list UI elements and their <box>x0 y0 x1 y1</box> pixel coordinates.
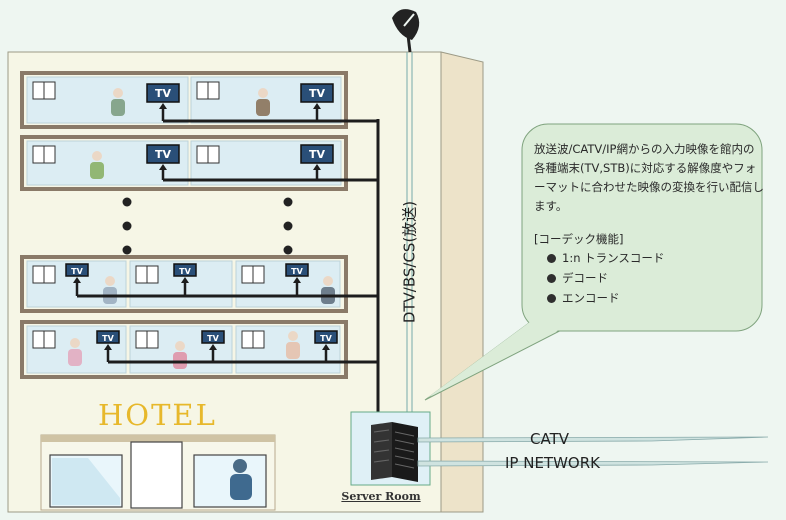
ip-network-line <box>417 460 769 467</box>
tv-label: TV <box>207 334 219 343</box>
guest-figure-icon <box>286 331 300 359</box>
tv-icon: TV <box>285 263 309 277</box>
guest-figure-icon <box>321 276 335 304</box>
server-room <box>350 411 431 486</box>
hotel-sign: HOTEL <box>98 398 217 432</box>
tv-icon: TV <box>96 330 120 344</box>
guest-figure-icon <box>230 459 252 500</box>
server-room-label: Server Room <box>341 490 421 503</box>
guest-figure-icon <box>111 88 125 116</box>
codec-feature-item: デコード <box>534 269 764 289</box>
tv-icon: TV <box>314 330 338 344</box>
callout-text: 放送波/CATV/IP網からの入力映像を館内の各種端末(TV,STB)に対応する… <box>534 140 764 309</box>
broadcast-signal-label: DTV/BS/CS(放送) <box>400 200 419 324</box>
tv-icon: TV <box>300 83 334 103</box>
tv-icon: TV <box>300 144 334 164</box>
codec-feature-item: 1:n トランスコード <box>534 249 764 269</box>
guest-figure-icon <box>68 338 82 366</box>
catv-line <box>417 436 769 443</box>
server-rack-icon <box>371 422 418 482</box>
tv-label: TV <box>155 87 172 100</box>
guest-figure-icon <box>173 341 187 369</box>
guest-figure-icon <box>90 151 104 179</box>
tv-label: TV <box>309 87 326 100</box>
tv-icon: TV <box>146 144 180 164</box>
tv-label: TV <box>71 267 83 276</box>
vertical-ellipsis-icon <box>122 197 293 255</box>
satellite-dish-icon <box>392 9 420 53</box>
building-side-wall <box>440 51 484 513</box>
tv-icon: TV <box>146 83 180 103</box>
tv-label: TV <box>179 267 191 276</box>
codec-heading: [コーデック機能] <box>534 232 624 246</box>
callout-bubble <box>424 123 763 401</box>
guest-figure-icon <box>103 276 117 304</box>
tv-label: TV <box>309 148 326 161</box>
guest-figure-icon <box>256 88 270 116</box>
tv-label: TV <box>320 334 332 343</box>
codec-feature-item: エンコード <box>534 289 764 309</box>
tv-label: TV <box>291 267 303 276</box>
tv-icon: TV <box>201 330 225 344</box>
tv-label: TV <box>155 148 172 161</box>
catv-label: CATV <box>530 430 569 448</box>
callout-description: 放送波/CATV/IP網からの入力映像を館内の各種端末(TV,STB)に対応する… <box>534 142 764 213</box>
tv-label: TV <box>102 334 114 343</box>
tv-icon: TV <box>65 263 89 277</box>
codec-feature-list: 1:n トランスコード デコード エンコード <box>534 249 764 309</box>
ip-network-label: IP NETWORK <box>505 454 600 472</box>
hotel-entrance <box>40 434 276 511</box>
tv-icon: TV <box>173 263 197 277</box>
